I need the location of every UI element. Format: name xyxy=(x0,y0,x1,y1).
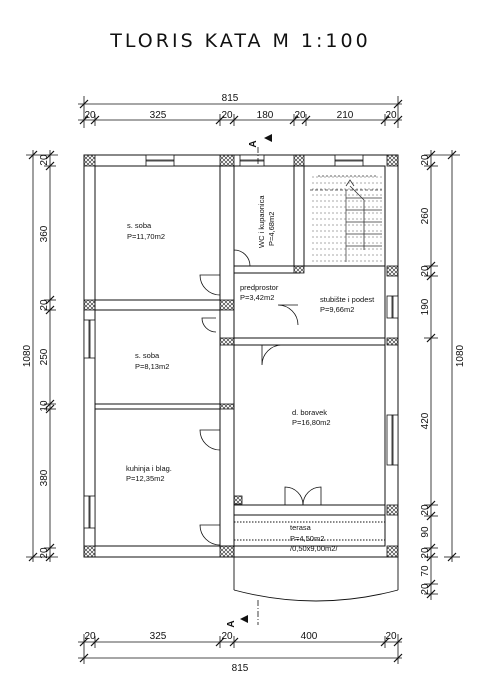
room-area: P=8,13m2 xyxy=(135,362,169,371)
right-dim-segment: 20 xyxy=(420,547,431,559)
left-dim-segment: 20 xyxy=(39,154,50,166)
right-dim-segment: 70 xyxy=(420,565,431,577)
right-total-dimension: 1080 xyxy=(455,344,466,367)
bottom-dim-segment: 325 xyxy=(150,631,167,642)
room-area: P=4,68m2 xyxy=(267,212,276,246)
right-dim-segment: 20 xyxy=(420,265,431,277)
room-label-s-soba-2: s. soba P=8,13m2 xyxy=(135,351,169,371)
top-total-dimension: 815 xyxy=(222,93,239,104)
room-name: stubište i podest xyxy=(320,295,375,304)
right-dimension-lines xyxy=(424,150,460,600)
left-dim-segment: 380 xyxy=(39,469,50,486)
room-label-predprostor: predprostor P=3,42m2 xyxy=(240,283,279,302)
room-name: terasa xyxy=(290,523,312,532)
doors xyxy=(199,249,322,546)
right-dim-segment: 420 xyxy=(420,412,431,429)
top-dimension-lines xyxy=(78,96,403,128)
room-name: s. soba xyxy=(127,221,152,230)
top-dim-segment: 20 xyxy=(385,110,397,121)
top-dim-segment: 210 xyxy=(337,110,354,121)
room-area: P=11,70m2 xyxy=(127,232,165,241)
section-arrow-icon xyxy=(264,134,272,142)
bottom-dim-segment: 400 xyxy=(301,631,318,642)
room-label-stubiste: stubište i podest P=9,66m2 xyxy=(320,295,375,314)
left-dim-segment: 250 xyxy=(39,348,50,365)
room-label-dnevni-boravak: d. boravek P=16,80m2 xyxy=(292,408,331,427)
left-dim-segment: 360 xyxy=(39,225,50,242)
right-dim-segment: 90 xyxy=(420,526,431,538)
room-name: WC i kupaonica xyxy=(257,195,266,248)
left-dim-segment: 10 xyxy=(39,400,50,412)
top-dim-segment: 20 xyxy=(221,110,233,121)
room-area: P=3,42m2 xyxy=(240,293,274,302)
bottom-dim-segment: 20 xyxy=(84,631,96,642)
room-name: predprostor xyxy=(240,283,279,292)
top-dim-segment: 180 xyxy=(257,110,274,121)
plan-title: TLORIS KATA M 1:100 xyxy=(110,30,371,52)
right-dim-segment: 20 xyxy=(420,504,431,516)
right-dim-segment: 20 xyxy=(420,583,431,595)
section-mark-bottom: A xyxy=(226,620,237,627)
top-dim-segment: 325 xyxy=(150,110,167,121)
room-name: s. soba xyxy=(135,351,160,360)
section-arrow-icon xyxy=(240,615,248,623)
wall-hatching xyxy=(83,154,399,558)
room-note: /0,50x9,00m2/ xyxy=(290,544,338,553)
room-name: d. boravek xyxy=(292,408,327,417)
right-dim-segment: 260 xyxy=(420,207,431,224)
room-label-s-soba-1: s. soba P=11,70m2 xyxy=(127,221,165,241)
terrace-outline xyxy=(233,515,399,602)
room-area: P=12,35m2 xyxy=(126,474,165,483)
section-mark-top: A xyxy=(248,140,259,147)
room-label-kuhinja: kuhinja i blag. P=12,35m2 xyxy=(126,464,172,483)
bottom-dim-segment: 20 xyxy=(221,631,233,642)
staircase xyxy=(310,172,382,262)
left-total-dimension: 1080 xyxy=(22,344,33,367)
top-dim-segment: 20 xyxy=(84,110,96,121)
left-dim-segment: 20 xyxy=(39,299,50,311)
left-dim-segment: 20 xyxy=(39,547,50,559)
bottom-dim-segment: 20 xyxy=(385,631,397,642)
room-area: P=4,50m2 xyxy=(290,534,324,543)
room-area: P=16,80m2 xyxy=(292,418,331,427)
room-name: kuhinja i blag. xyxy=(126,464,172,473)
room-label-wc: WC i kupaonica P=4,68m2 xyxy=(257,195,276,248)
top-dim-segment: 20 xyxy=(294,110,306,121)
bottom-total-dimension: 815 xyxy=(232,663,249,674)
right-dim-segment: 190 xyxy=(420,298,431,315)
windows xyxy=(83,154,399,529)
bottom-dimension-lines xyxy=(78,634,403,664)
right-dim-segment: 20 xyxy=(420,154,431,166)
room-label-terasa: terasa P=4,50m2 /0,50x9,00m2/ xyxy=(290,523,338,553)
left-dimension-lines xyxy=(26,150,58,562)
room-area: P=9,66m2 xyxy=(320,305,354,314)
